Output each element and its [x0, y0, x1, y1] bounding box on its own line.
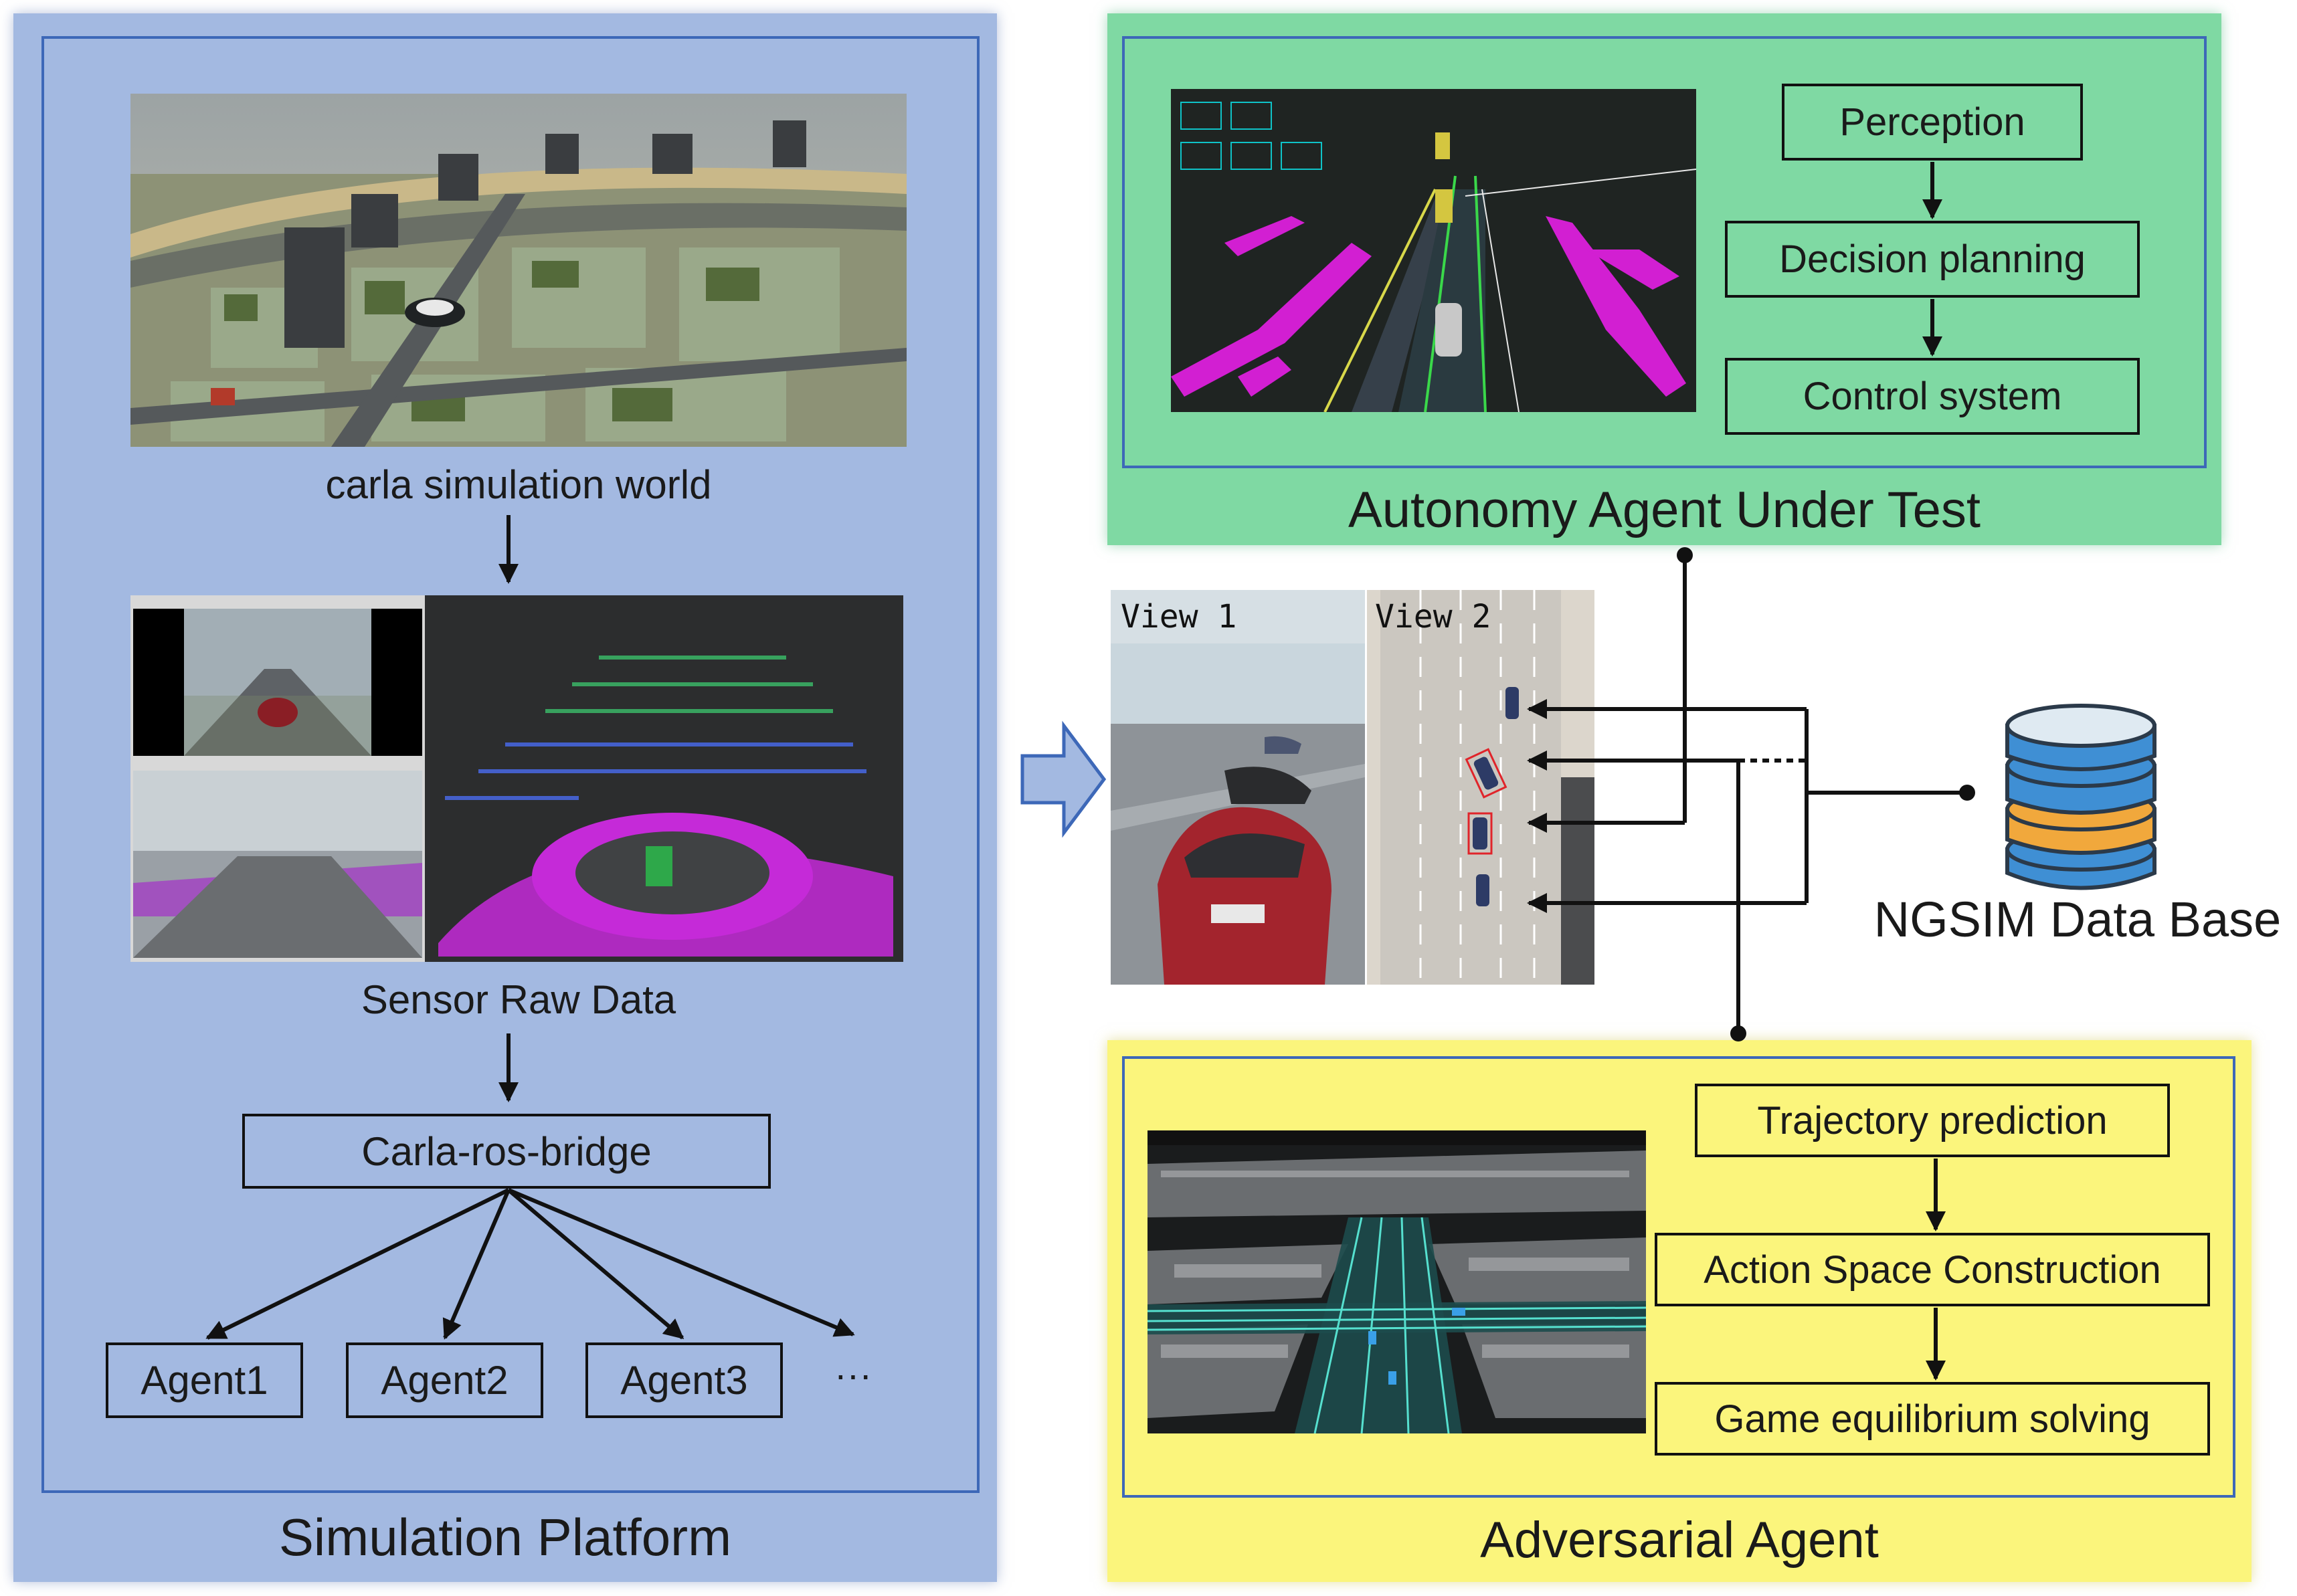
carla-world-image: [130, 94, 907, 447]
action-space-construction-box: Action Space Construction: [1655, 1233, 2210, 1306]
view1-label: View 1: [1121, 598, 1237, 635]
view1-image: View 1: [1111, 590, 1365, 985]
arrow-bridge-to-more: [507, 1188, 855, 1337]
perception-box: Perception: [1782, 84, 2083, 161]
carla-ros-bridge-box: Carla-ros-bridge: [242, 1114, 771, 1189]
agent1-box: Agent1: [106, 1342, 303, 1418]
arrow-bridge-to-agent1: [205, 1188, 510, 1340]
trajectory-prediction-box: Trajectory prediction: [1695, 1084, 2170, 1157]
adversarial-agent-border: [1122, 1056, 2235, 1498]
control-system-box: Control system: [1725, 358, 2140, 435]
control-system-label: Control system: [1803, 375, 2062, 418]
autonomy-agent-border: [1122, 36, 2207, 468]
agent3-box: Agent3: [585, 1342, 783, 1418]
view2-image: View 2: [1367, 590, 1594, 985]
adversarial-visualization-image: [1147, 1130, 1646, 1433]
decision-planning-label: Decision planning: [1779, 237, 2086, 281]
action-space-construction-label: Action Space Construction: [1704, 1248, 2161, 1292]
arrow-bridge-to-agent3: [507, 1188, 684, 1340]
decision-planning-box: Decision planning: [1725, 221, 2140, 298]
trajectory-prediction-label: Trajectory prediction: [1757, 1098, 2108, 1142]
bridge-label: Carla-ros-bridge: [361, 1128, 652, 1174]
agent3-label: Agent3: [620, 1358, 748, 1403]
perception-label: Perception: [1839, 100, 2025, 144]
agent2-label: Agent2: [381, 1358, 509, 1403]
autonomy-visualization-image: [1171, 89, 1696, 412]
agent2-box: Agent2: [346, 1342, 543, 1418]
more-agents-ellipsis: ···: [834, 1353, 872, 1395]
sensor-caption: Sensor Raw Data: [361, 977, 676, 1022]
game-equilibrium-solving-box: Game equilibrium solving: [1655, 1382, 2210, 1456]
agent1-label: Agent1: [141, 1358, 268, 1403]
world-caption: carla simulation world: [325, 462, 712, 507]
database-label: NGSIM Data Base: [1873, 892, 2282, 947]
arrow-bridge-to-agent2: [442, 1189, 511, 1340]
view2-label: View 2: [1375, 598, 1491, 635]
autonomy-agent-title: Autonomy Agent Under Test: [1348, 482, 1981, 538]
simulation-platform-border: [41, 36, 980, 1493]
database-icon: [2001, 702, 2161, 896]
hollow-arrow-to-views: [1020, 720, 1107, 838]
simulation-platform-title: Simulation Platform: [278, 1508, 732, 1567]
game-equilibrium-solving-label: Game equilibrium solving: [1714, 1397, 2150, 1441]
sensor-raw-data-image: [130, 595, 903, 962]
adversarial-agent-title: Adversarial Agent: [1480, 1512, 1879, 1569]
